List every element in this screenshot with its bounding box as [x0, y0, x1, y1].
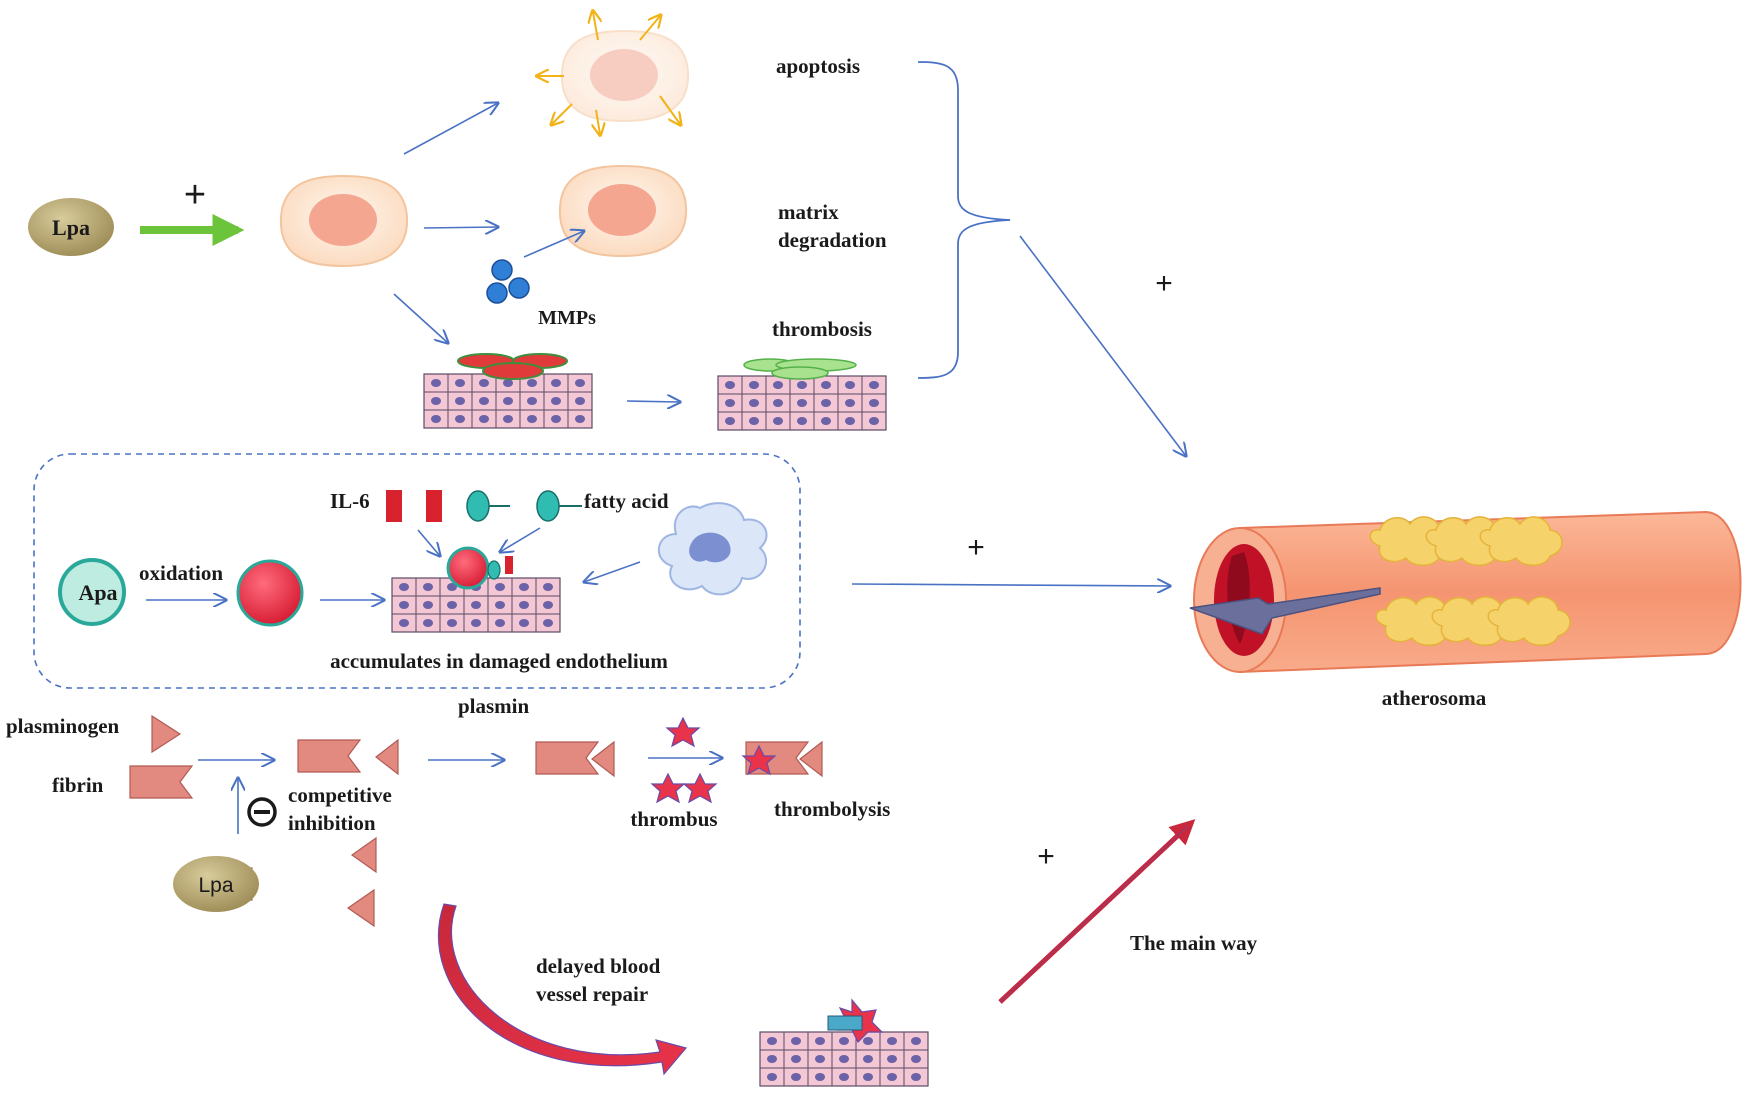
lpa-bottom-label: Lpa	[198, 874, 233, 897]
middle-to-atherosoma-arrow	[851, 584, 1170, 586]
mmps-molecules	[486, 259, 530, 304]
fibrin-plasminogen-complex	[297, 739, 399, 775]
apa-molecule: Apa	[58, 558, 126, 626]
plasminogen-triangle	[151, 714, 182, 754]
fibrin-piece	[129, 765, 193, 799]
atherosoma-vessel	[1189, 510, 1742, 674]
lpa-top-label: Lpa	[52, 215, 90, 240]
inhibition-label: inhibition	[288, 811, 376, 835]
apoptosis-label: apoptosis	[776, 54, 860, 78]
damaged-endothelium-tissue	[391, 546, 561, 633]
il6-bar-1	[386, 490, 402, 522]
plus-middle-sign: +	[967, 531, 985, 564]
fatty-acid-molecules	[466, 490, 582, 522]
endothelial-cell-center	[279, 175, 409, 267]
accumulation-arrows	[417, 527, 641, 582]
upper-to-atherosoma-arrow	[1019, 235, 1186, 456]
plus-upper-sign: +	[1155, 267, 1173, 300]
lpa-bottom-molecule: Lpa	[173, 856, 259, 912]
lpa-top-molecule: Lpa	[28, 198, 114, 256]
plasmin-complex	[535, 741, 615, 777]
top-pathway-arrows	[393, 103, 680, 402]
grouping-brace	[917, 61, 1011, 379]
main-way-label: The main way	[1130, 931, 1258, 955]
accumulates-label: accumulates in damaged endothelium	[330, 649, 668, 673]
oxidation-dashed-box	[33, 453, 801, 689]
oxidized-apa-molecule	[236, 559, 304, 627]
thrombolysis-label: thrombolysis	[774, 797, 890, 821]
mmps-label: MMPs	[538, 307, 596, 329]
fibrin-label: fibrin	[52, 773, 104, 797]
degradation-label: degradation	[778, 228, 887, 252]
free-plasminogen-triangle-2	[346, 888, 375, 928]
plasminogen-label: plasminogen	[6, 714, 120, 738]
il6-bar-2	[426, 490, 442, 522]
thrombosis-label: thrombosis	[772, 317, 872, 341]
atherosoma-label: atherosoma	[1382, 686, 1487, 710]
oxidation-label: oxidation	[139, 561, 223, 585]
platelet-adhesion-tissue	[423, 353, 593, 429]
vessel-repair-label: vessel repair	[536, 982, 648, 1006]
free-plasminogen-triangle-1	[350, 836, 377, 874]
thrombolysis-complex	[741, 741, 823, 777]
competitive-label: competitive	[288, 783, 392, 807]
thrombosis-tissue	[717, 358, 887, 431]
fatty-acid-label: fatty acid	[584, 489, 669, 513]
competitive-inhibition-sign: −	[247, 797, 277, 827]
thrombus-stars	[650, 716, 718, 804]
macrophage-cell	[657, 502, 768, 596]
plus-lpa-sign: +	[184, 174, 206, 216]
matrix-label: matrix	[778, 200, 839, 224]
repair-tissue	[759, 998, 929, 1087]
plus-lower-sign: +	[1037, 840, 1055, 873]
apoptosis-burst-arrows	[538, 12, 680, 134]
delayed-repair-curved-arrow	[438, 903, 688, 1076]
apa-label: Apa	[78, 580, 117, 605]
il6-label: IL-6	[330, 489, 370, 513]
plasmin-label: plasmin	[458, 694, 530, 718]
delayed-blood-label: delayed blood	[536, 954, 661, 978]
thrombus-label: thrombus	[630, 807, 717, 831]
matrix-degradation-cell	[558, 165, 688, 257]
